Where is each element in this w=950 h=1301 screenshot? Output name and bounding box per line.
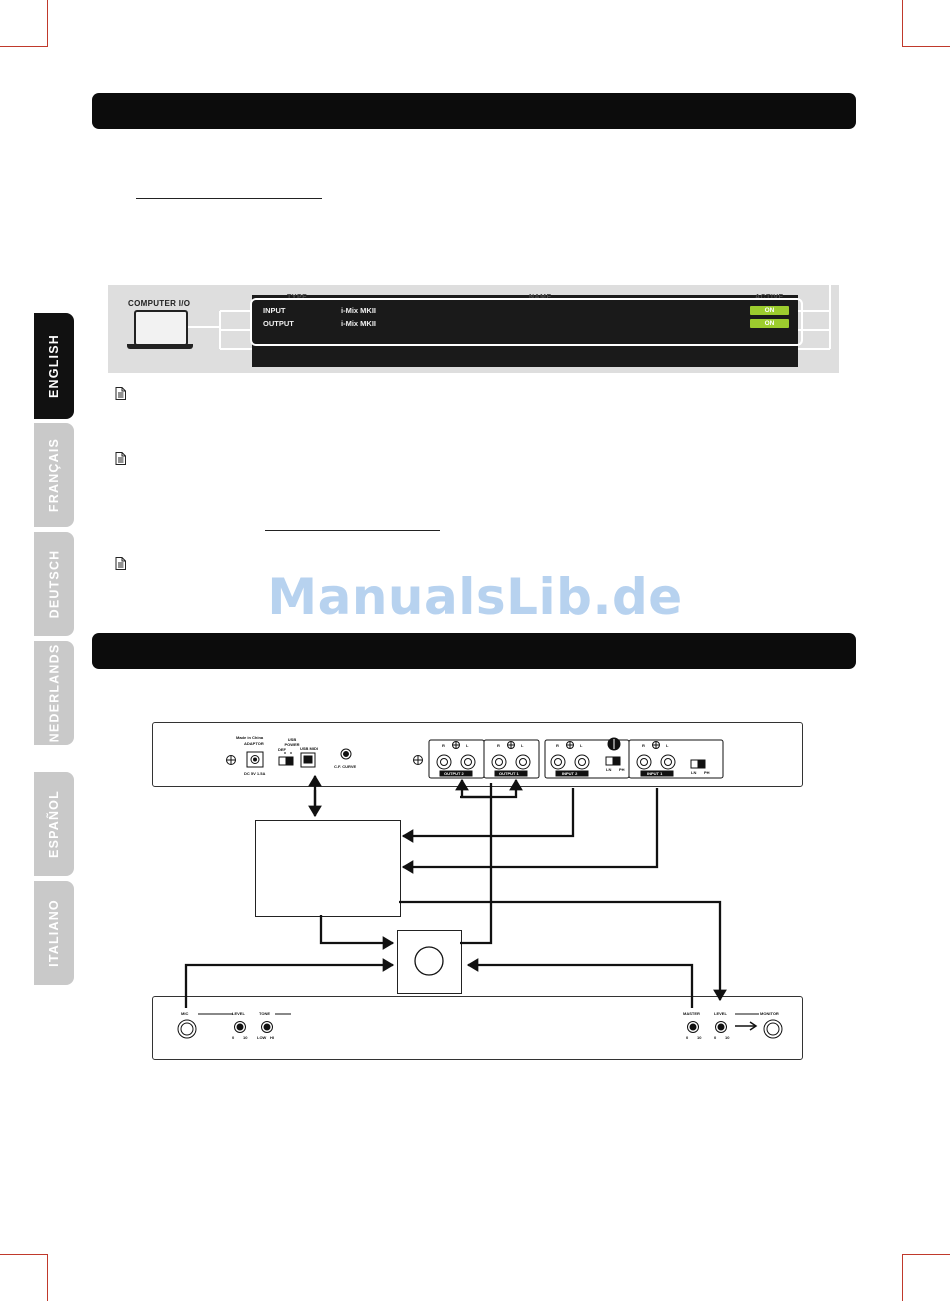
note-icon xyxy=(115,387,126,400)
note-icon xyxy=(115,452,126,465)
crop-mark xyxy=(903,1254,950,1255)
computer-io-panel: TYPE NAME ACTIVE INPUT i-Mix MKII ON OUT… xyxy=(252,294,798,367)
crop-mark xyxy=(902,0,903,47)
note-icon xyxy=(115,557,126,570)
zero-label: 0 xyxy=(232,1035,235,1040)
level-label: LEVEL xyxy=(232,1011,245,1016)
r-label: R xyxy=(442,743,445,748)
zero-label: 0 xyxy=(686,1035,689,1040)
tab-espanol[interactable]: ESPAÑOL xyxy=(34,772,74,876)
tab-francais[interactable]: FRANÇAIS xyxy=(34,423,74,527)
r-label: R xyxy=(497,743,500,748)
ph-label: PH xyxy=(619,767,625,772)
l-label: L xyxy=(466,743,469,748)
crop-mark xyxy=(903,46,950,47)
computer-io-screenshot: COMPUTER I/O TYPE NAME ACTIVE INPUT i-Mi… xyxy=(108,285,839,373)
ten-label: 10 xyxy=(243,1035,248,1040)
tone-label: TONE xyxy=(259,1011,271,1016)
crop-mark xyxy=(0,1254,47,1255)
speaker-icon xyxy=(414,946,444,976)
header-type: TYPE xyxy=(287,294,308,301)
mic-label: MIC xyxy=(181,1011,189,1016)
ln-label: LN xyxy=(691,770,697,775)
tab-nederlands[interactable]: NEDERLANDS xyxy=(34,641,74,745)
rear-panel-graphics xyxy=(226,737,724,779)
output1-label: OUTPUT 1 xyxy=(499,771,519,776)
underline xyxy=(265,530,440,531)
computer-io-title: COMPUTER I/O xyxy=(128,299,191,308)
section-header-bar xyxy=(92,633,856,669)
underline xyxy=(136,198,322,199)
usb-midi-label: USB MIDI xyxy=(300,746,318,751)
r-label: R xyxy=(556,743,559,748)
crop-mark xyxy=(47,0,48,47)
master-label: MASTER xyxy=(683,1011,700,1016)
r-label: R xyxy=(642,743,645,748)
l-label: L xyxy=(580,743,583,748)
on-button[interactable]: ON xyxy=(750,306,789,315)
crop-mark xyxy=(902,1254,903,1301)
front-panel-graphics xyxy=(177,1013,783,1039)
io-row-output: OUTPUT i-Mix MKII ON xyxy=(263,318,793,330)
monitor-label: MONITOR xyxy=(760,1011,779,1016)
header-active: ACTIVE xyxy=(755,294,784,301)
on-button[interactable]: ON xyxy=(750,319,789,328)
l-label: L xyxy=(521,743,524,748)
front-panel: MIC LEVEL TONE 0 10 LOW HI MASTER LEVEL … xyxy=(152,996,803,1060)
input1-label: INPUT 1 xyxy=(647,771,663,776)
computer-box xyxy=(255,820,401,917)
output2-label: OUTPUT 2 xyxy=(444,771,464,776)
io-name: i-Mix MKII xyxy=(341,306,376,315)
io-row-input: INPUT i-Mix MKII ON xyxy=(263,305,793,317)
zero-label: 0 xyxy=(714,1035,717,1040)
cf-curve-label: C.F. CURVE xyxy=(334,764,357,769)
power-spec-label: DC 5V 1.5A xyxy=(244,771,266,776)
usb-power-sub-label: DEF xyxy=(278,747,286,752)
hi-label: HI xyxy=(270,1035,274,1040)
usb-power-label: USB POWER xyxy=(284,737,300,747)
rear-panel: Made in China ADAPTOR DC 5V 1.5A USB POW… xyxy=(152,722,803,787)
tab-english[interactable]: ENGLISH xyxy=(34,313,74,419)
crop-mark xyxy=(0,46,47,47)
io-type: INPUT xyxy=(263,306,286,315)
highlight-box xyxy=(250,298,803,346)
laptop-base xyxy=(127,344,193,349)
made-in-label: Made in China xyxy=(236,735,264,740)
header-name: NAME xyxy=(529,294,552,301)
io-type: OUTPUT xyxy=(263,319,294,328)
tab-deutsch[interactable]: DEUTSCH xyxy=(34,532,74,636)
ten-label: 10 xyxy=(697,1035,702,1040)
io-name: i-Mix MKII xyxy=(341,319,376,328)
l-label: L xyxy=(666,743,669,748)
watermark: ManualsLib.de xyxy=(267,568,683,626)
tab-italiano[interactable]: ITALIANO xyxy=(34,881,74,985)
ph-label: PH xyxy=(704,770,710,775)
crop-mark xyxy=(47,1254,48,1301)
ln-label: LN xyxy=(606,767,612,772)
connector-lines xyxy=(188,285,831,350)
section-header-bar xyxy=(92,93,856,129)
adaptor-label: ADAPTOR xyxy=(244,741,264,746)
level-label: LEVEL xyxy=(714,1011,727,1016)
speaker-box xyxy=(397,930,462,994)
input2-label: INPUT 2 xyxy=(562,771,578,776)
ten-label: 10 xyxy=(725,1035,730,1040)
low-label: LOW xyxy=(257,1035,267,1040)
